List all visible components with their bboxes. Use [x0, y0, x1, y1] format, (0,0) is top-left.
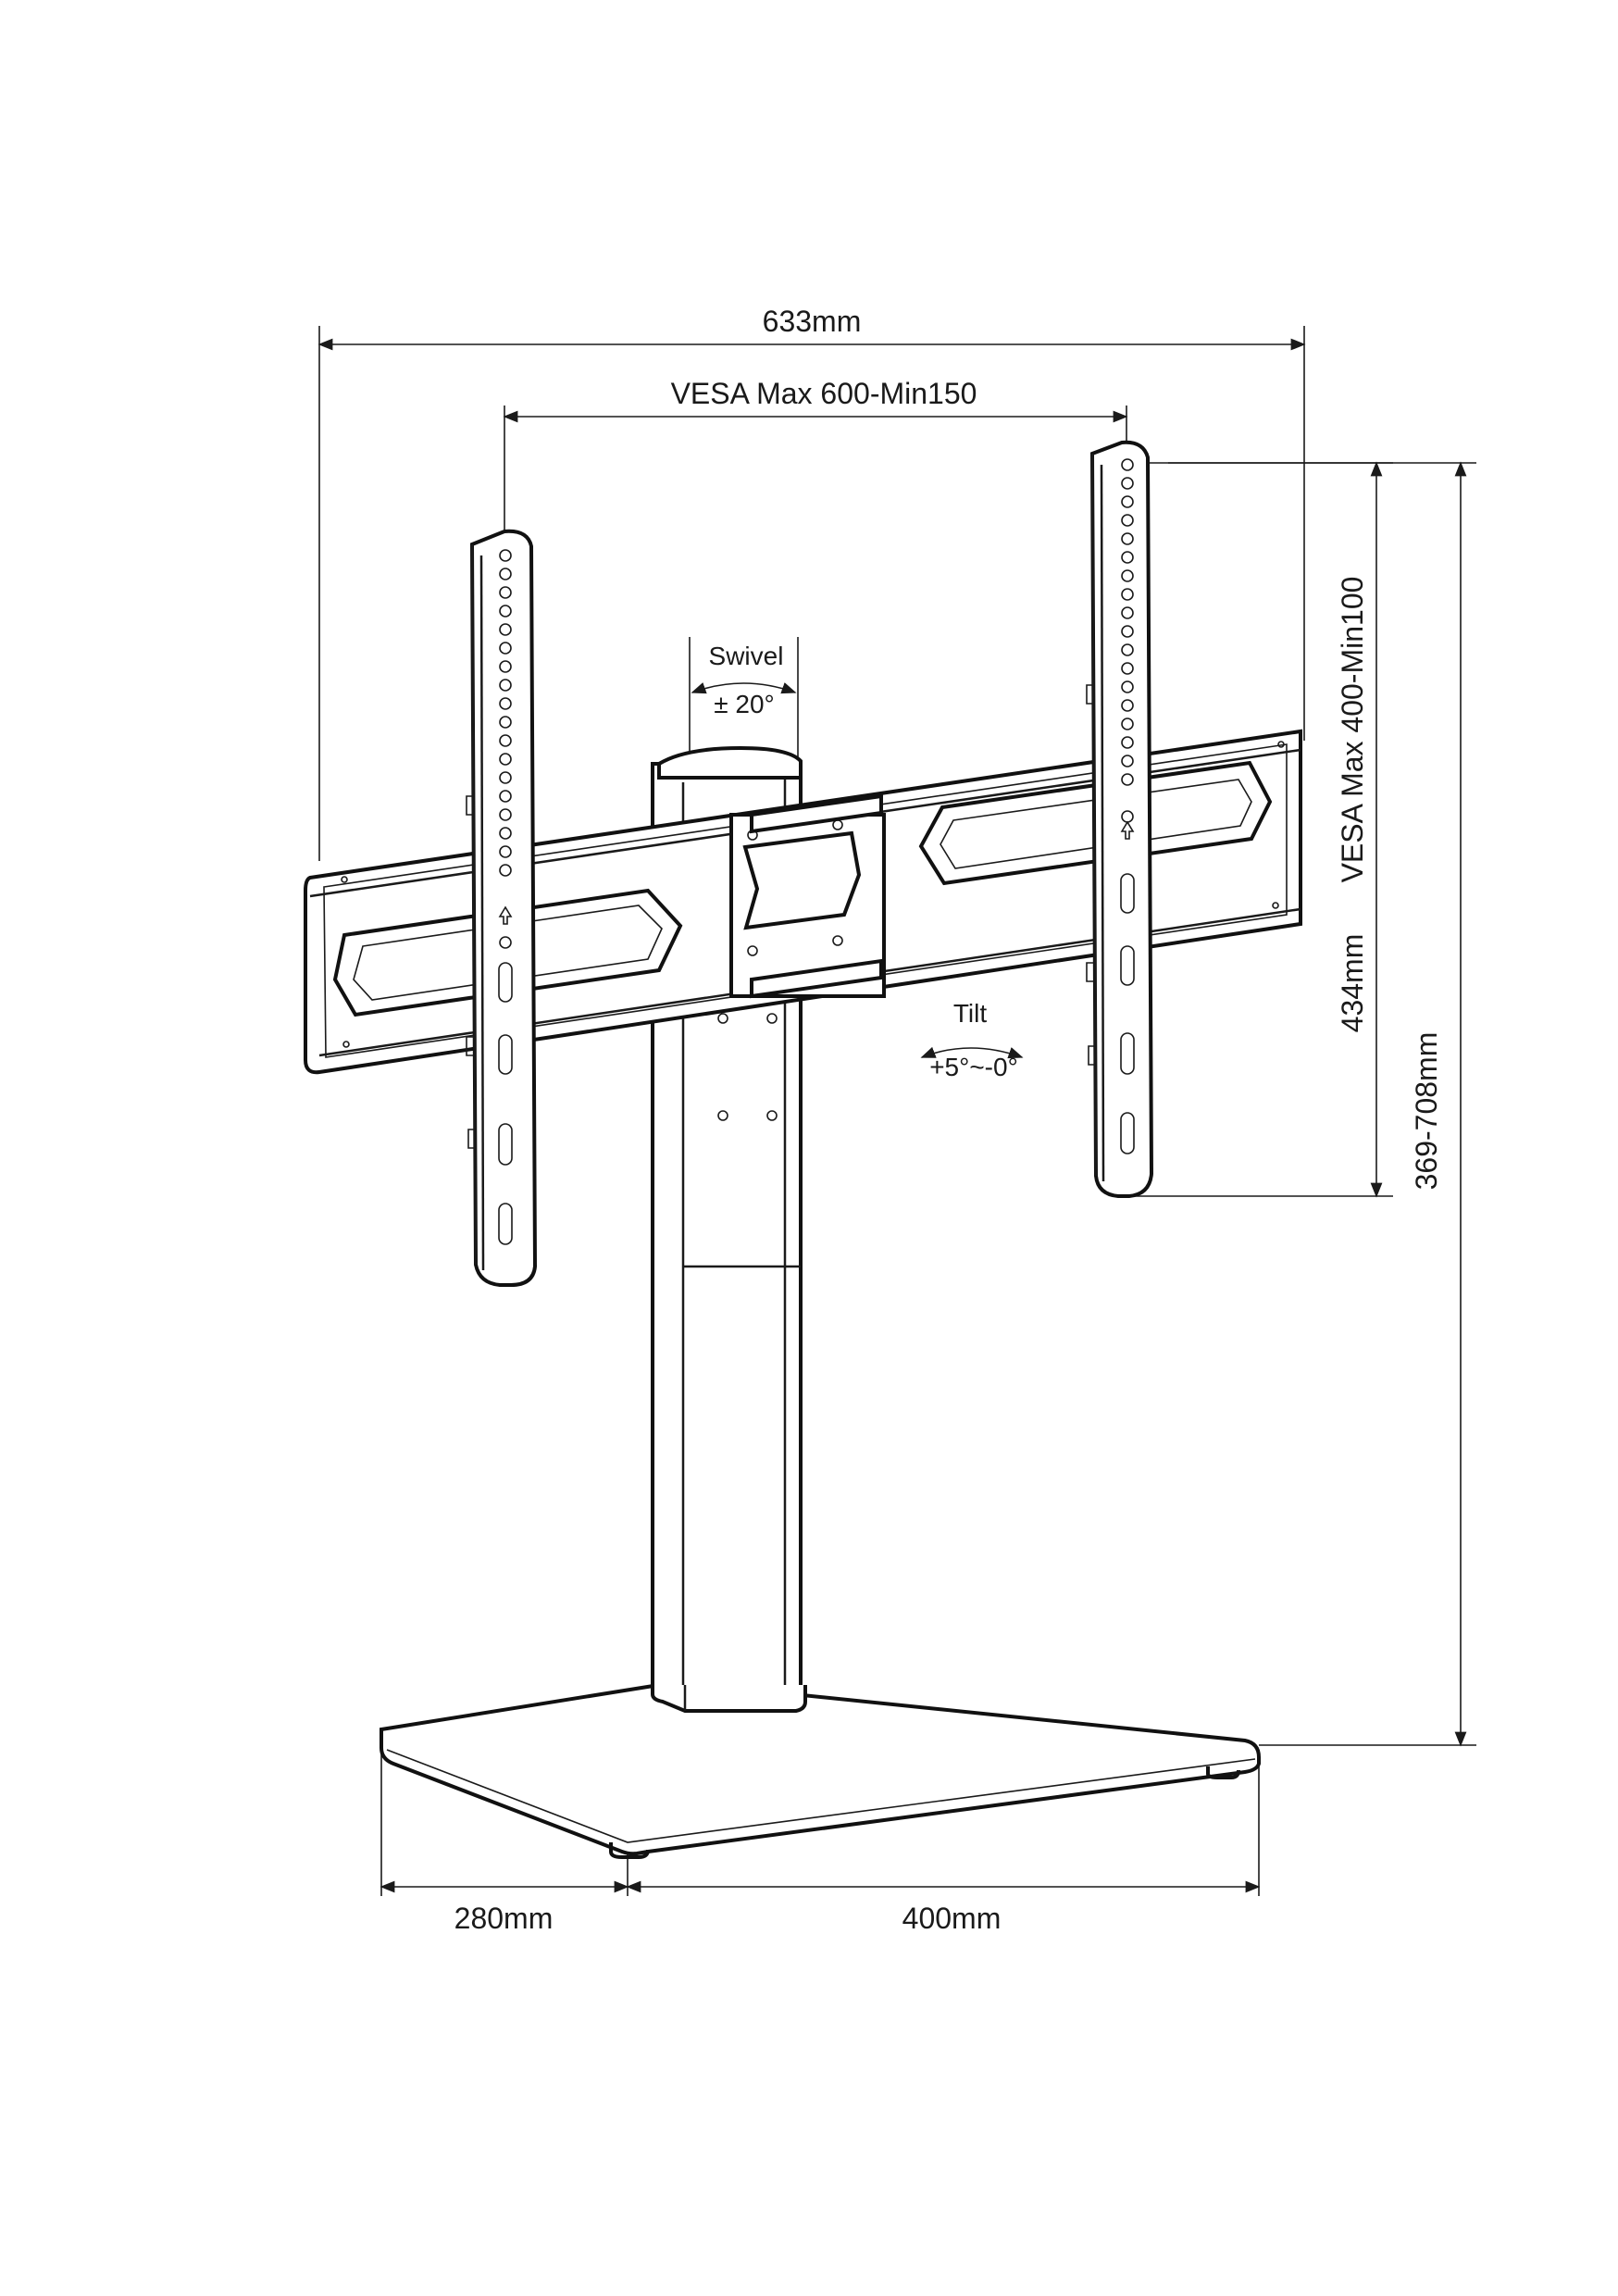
right-vesa-bracket	[1086, 440, 1154, 1198]
tilt-indicator	[920, 1046, 1024, 1059]
dimension-height-range	[1168, 461, 1476, 1747]
vesa-vertical-label: VESA Max 400-Min100	[1336, 577, 1369, 883]
base-width-label: 400mm	[902, 1902, 1002, 1935]
stand-base	[380, 1680, 1261, 1859]
dimension-base	[380, 1750, 1261, 1896]
tilt-value: +5°~-0°	[929, 1053, 1018, 1081]
height-range-label: 369-708mm	[1410, 1032, 1443, 1191]
vesa-horizontal-label: VESA Max 600-Min150	[671, 377, 977, 410]
swivel-label: Swivel	[709, 642, 784, 670]
tilt-label: Tilt	[953, 999, 988, 1028]
dimension-overall-width	[317, 326, 1306, 861]
swivel-indicator	[689, 637, 799, 761]
panel-height-label: 434mm	[1336, 934, 1369, 1033]
base-depth-label: 280mm	[454, 1902, 554, 1935]
left-vesa-bracket	[466, 529, 538, 1287]
dimension-vesa-horizontal	[503, 406, 1128, 537]
overall-width-label: 633mm	[763, 305, 862, 338]
swivel-value: ± 20°	[714, 690, 775, 718]
